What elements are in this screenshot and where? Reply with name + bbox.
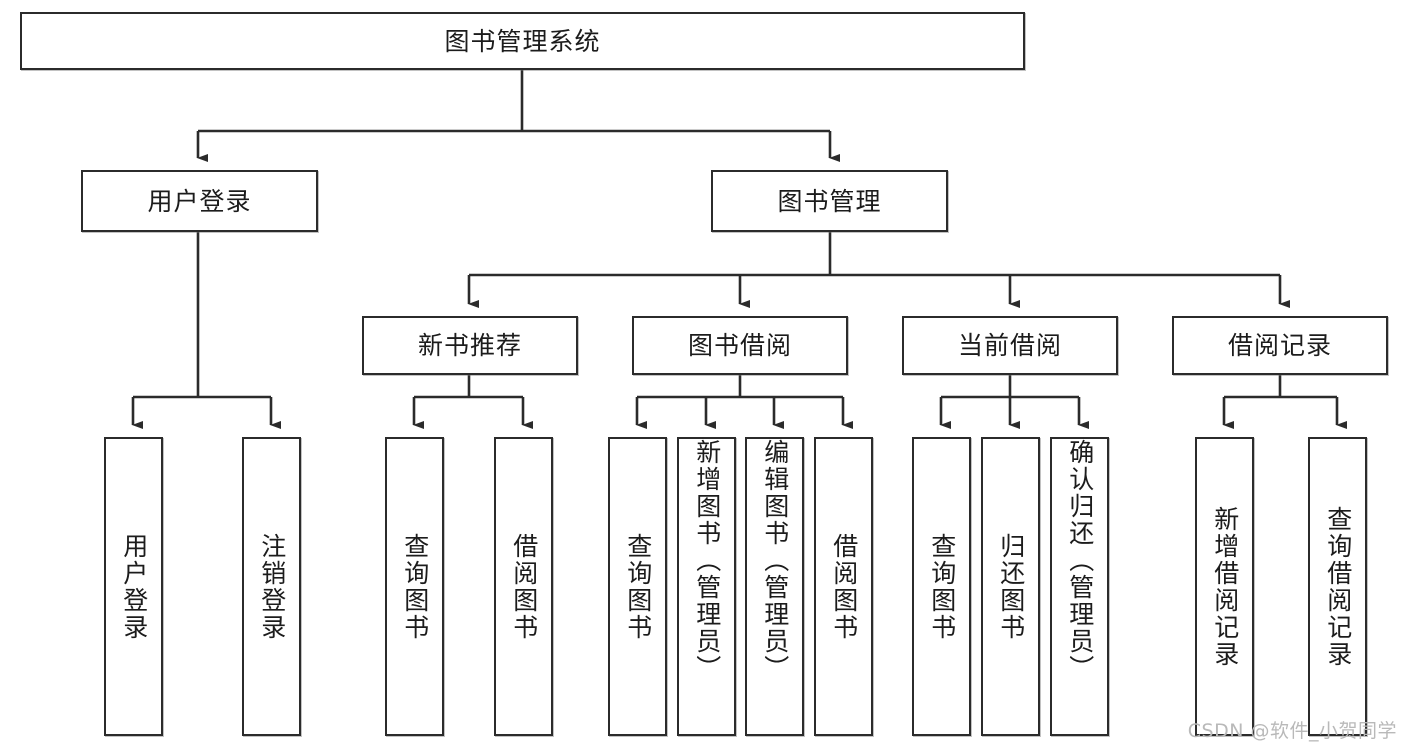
node-user-login[interactable]: 用户登录 <box>81 170 318 232</box>
leaf-label: 借阅图书 <box>829 532 859 641</box>
node-label: 图书管理系统 <box>444 26 601 56</box>
leaf-label: 确认归还（管理员） <box>1065 439 1095 682</box>
node-label: 借阅记录 <box>1227 331 1332 360</box>
node-new-book-recommend[interactable]: 新书推荐 <box>362 316 578 375</box>
leaf-query-borrow-record[interactable]: 查询借阅记录 <box>1308 437 1367 736</box>
leaf-borrow-book[interactable]: 借阅图书 <box>814 437 873 736</box>
node-root-book-management-system[interactable]: 图书管理系统 <box>20 12 1025 70</box>
leaf-label: 查询借阅记录 <box>1323 505 1353 668</box>
node-current-borrow[interactable]: 当前借阅 <box>902 316 1118 375</box>
leaf-user-login[interactable]: 用户登录 <box>104 437 163 736</box>
node-label: 用户登录 <box>147 186 252 216</box>
leaf-label: 用户登录 <box>119 532 149 641</box>
leaf-return-book[interactable]: 归还图书 <box>981 437 1040 736</box>
leaf-query-book-recommend[interactable]: 查询图书 <box>385 437 444 736</box>
leaf-label: 查询图书 <box>400 532 430 641</box>
leaf-borrow-book-recommend[interactable]: 借阅图书 <box>494 437 553 736</box>
leaf-label: 注销登录 <box>257 532 287 641</box>
leaf-label: 查询图书 <box>927 532 957 641</box>
leaf-query-book-borrow[interactable]: 查询图书 <box>608 437 667 736</box>
node-book-management[interactable]: 图书管理 <box>711 170 948 232</box>
node-label: 当前借阅 <box>957 331 1062 360</box>
node-label: 图书借阅 <box>687 331 792 360</box>
leaf-edit-book-admin[interactable]: 编辑图书（管理员） <box>745 437 804 736</box>
leaf-label: 新增借阅记录 <box>1210 505 1240 668</box>
leaf-confirm-return-admin[interactable]: 确认归还（管理员） <box>1050 437 1109 736</box>
leaf-label: 新增图书（管理员） <box>692 439 722 682</box>
leaf-add-borrow-record[interactable]: 新增借阅记录 <box>1195 437 1254 736</box>
leaf-query-book-current[interactable]: 查询图书 <box>912 437 971 736</box>
node-book-borrow[interactable]: 图书借阅 <box>632 316 848 375</box>
leaf-label: 编辑图书（管理员） <box>760 439 790 682</box>
node-borrow-record[interactable]: 借阅记录 <box>1172 316 1388 375</box>
leaf-logout[interactable]: 注销登录 <box>242 437 301 736</box>
leaf-label: 查询图书 <box>623 532 653 641</box>
csdn-watermark: CSDN @软件_小贺同学 <box>1187 720 1397 742</box>
node-label: 图书管理 <box>777 186 882 216</box>
leaf-label: 归还图书 <box>996 532 1026 641</box>
leaf-add-book-admin[interactable]: 新增图书（管理员） <box>677 437 736 736</box>
leaf-label: 借阅图书 <box>509 532 539 641</box>
node-label: 新书推荐 <box>417 331 522 360</box>
